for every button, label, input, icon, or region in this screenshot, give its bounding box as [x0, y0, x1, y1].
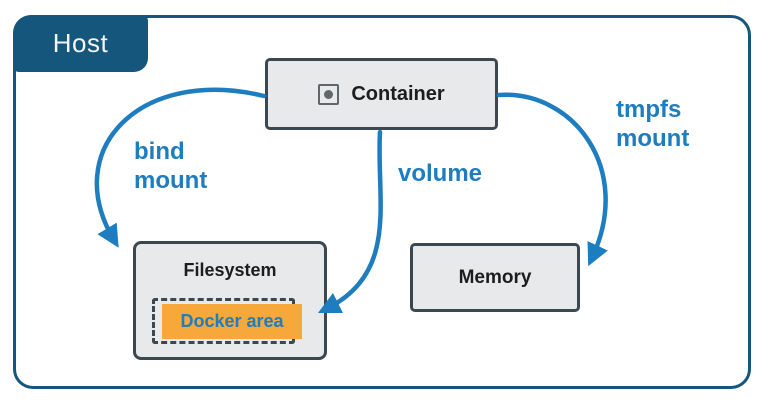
- container-icon: [318, 83, 340, 105]
- container-icon-dot: [324, 89, 334, 99]
- docker-area-label: Docker area: [180, 311, 284, 331]
- bind-mount-edge-label: bind mount: [134, 138, 208, 194]
- container-label: Container: [351, 82, 445, 105]
- memory-label: Memory: [458, 266, 532, 288]
- host-tab: Host: [13, 15, 148, 72]
- tmpfs-mount-edge-label: tmpfs mount: [616, 96, 690, 152]
- memory-node: Memory: [410, 243, 580, 312]
- docker-area-node: Docker area: [162, 304, 302, 339]
- filesystem-label: Filesystem: [183, 260, 277, 280]
- filesystem-node: Filesystem Docker area: [133, 241, 327, 360]
- host-label: Host: [52, 28, 109, 58]
- container-node: Container: [265, 58, 498, 130]
- volume-edge-label: volume: [398, 160, 483, 187]
